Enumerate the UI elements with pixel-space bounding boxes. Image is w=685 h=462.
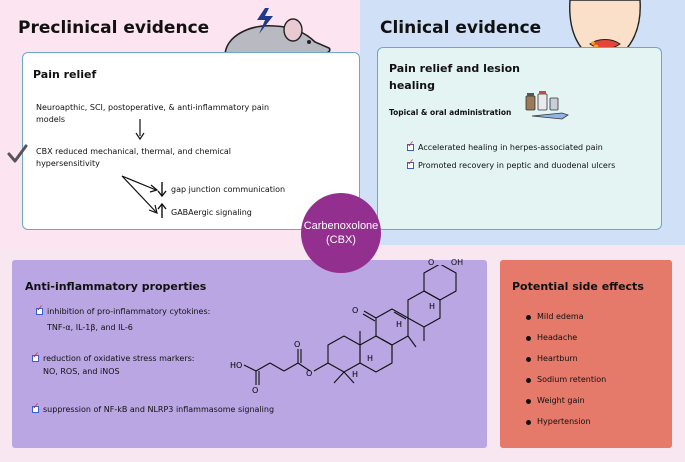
checkbox-icon — [32, 402, 40, 413]
medicine-bottles-icon — [525, 91, 569, 120]
carbenoxolone-center-circle: Carbenoxolone (CBX) — [301, 193, 381, 273]
bullet — [526, 336, 531, 341]
hydrogen-label: H — [396, 320, 402, 329]
down-arrow-icon — [135, 119, 145, 141]
preclinical-result: CBX reduced mechanical, thermal, and che… — [36, 147, 232, 168]
anti-inflammatory-title: Anti-inflammatory properties — [25, 280, 207, 293]
mechanism-gap-junction: gap junction communication — [171, 185, 286, 194]
anti-item-oxidative-detail: NO, ROS, and iNOS — [43, 367, 120, 376]
ester-oxygen-label: O — [306, 369, 312, 378]
checkbox-icon — [407, 158, 415, 169]
bullet — [526, 357, 531, 362]
side-effects-title: Potential side effects — [512, 280, 644, 293]
preclinical-models: Neuroapthic, SCI, postoperative, & anti-… — [36, 103, 270, 124]
side-effect-item: Heartburn — [537, 354, 578, 363]
checkbox-icon — [36, 304, 44, 315]
anti-item-cytokines-detail: TNF-α, IL-1β, and IL-6 — [47, 323, 133, 332]
bullet — [526, 420, 531, 425]
anti-item-oxidative-head: reduction of oxidative stress markers: — [43, 354, 195, 363]
center-abbrev: (CBX) — [326, 234, 356, 246]
hydrogen-label: H — [352, 370, 358, 379]
branch-arrows-icon — [121, 175, 159, 214]
bullet — [526, 315, 531, 320]
preclinical-subtitle: Pain relief — [33, 68, 97, 81]
cooh-carbonyl-o: O — [428, 258, 435, 267]
anti-item-cytokines-head: inhibition of pro-inflammatory cytokines… — [47, 307, 211, 316]
checkmark-icon — [7, 144, 28, 163]
checkbox-icon — [32, 351, 40, 362]
hydroxyl-ho-label: HO — [230, 361, 242, 370]
clinical-admin: Topical & oral administration — [389, 108, 512, 117]
checkbox-icon — [407, 140, 415, 151]
acid-carbonyl-oxygen-label: O — [252, 386, 258, 395]
side-effect-item: Hypertension — [537, 417, 591, 426]
hydrogen-label: H — [429, 302, 435, 311]
ester-carbonyl-oxygen-label: O — [294, 340, 300, 349]
preclinical-card — [22, 52, 360, 230]
side-effect-item: Headache — [537, 333, 578, 342]
bullet — [526, 378, 531, 383]
clinical-item-herpes: Accelerated healing in herpes-associated… — [418, 143, 603, 152]
cooh-label: O OH — [428, 258, 468, 267]
side-effects-card — [500, 260, 672, 448]
anti-item-nfkb: suppression of NF-kB and NLRP3 inflammas… — [43, 405, 275, 414]
cooh-oh: OH — [450, 258, 464, 267]
anti-inflammatory-card — [12, 260, 487, 448]
bullet — [526, 399, 531, 404]
clinical-title: Clinical evidence — [380, 18, 542, 38]
clinical-card — [377, 47, 662, 230]
decrease-arrow-icon — [157, 182, 167, 197]
preclinical-title: Preclinical evidence — [18, 18, 210, 38]
clinical-subtitle: Pain relief and lesion healing — [389, 62, 521, 92]
mechanism-gabaergic: GABAergic signaling — [171, 208, 252, 217]
hydrogen-label: H — [367, 354, 373, 363]
ketone-oxygen-label: O — [352, 306, 358, 315]
carbenoxolone-structure: O O O HO O H H H H — [230, 265, 457, 395]
increase-arrow-icon — [157, 203, 167, 218]
side-effect-item: Sodium retention — [537, 375, 607, 384]
side-effect-item: Mild edema — [537, 312, 584, 321]
side-effect-item: Weight gain — [537, 396, 585, 405]
clinical-item-ulcers: Promoted recovery in peptic and duodenal… — [418, 161, 616, 170]
center-name: Carbenoxolone — [303, 220, 379, 232]
